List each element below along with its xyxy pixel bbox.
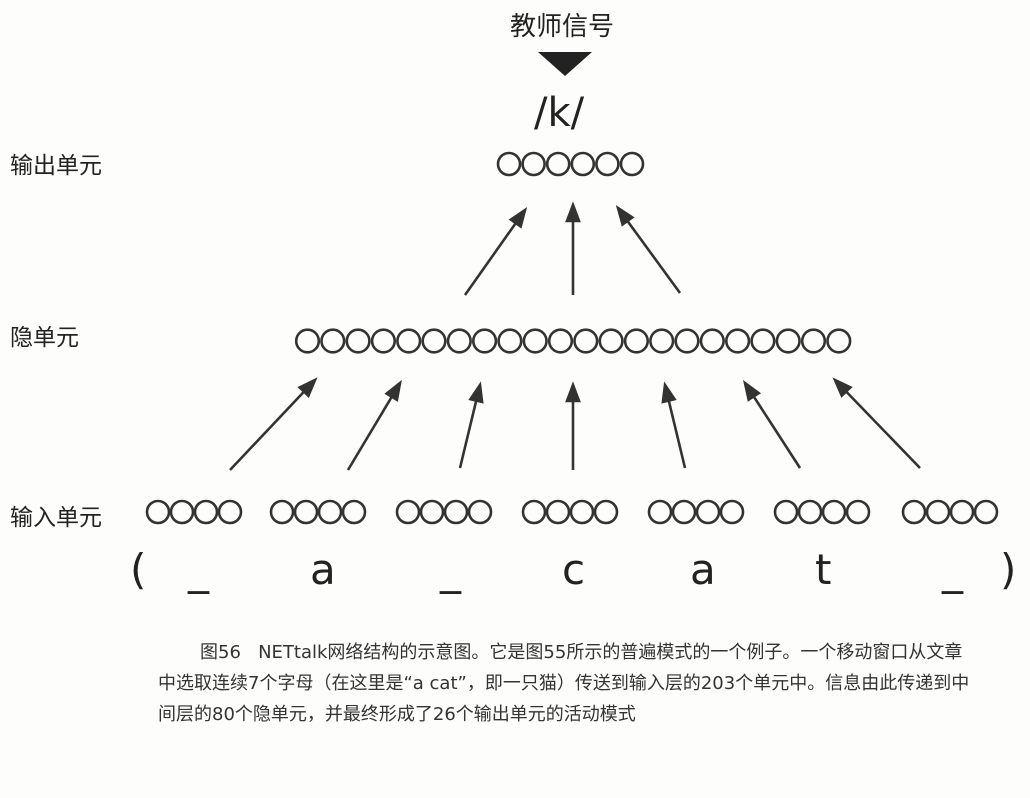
input-unit — [269, 499, 295, 525]
input-unit — [797, 499, 823, 525]
teacher-signal-arrow-icon — [538, 52, 592, 76]
output-phoneme: /k/ — [534, 90, 585, 136]
input-unit — [569, 499, 595, 525]
connection-arrow — [615, 205, 682, 294]
hidden-unit — [522, 328, 548, 354]
hidden-unit — [497, 328, 523, 354]
output-unit — [521, 151, 546, 177]
hidden-unit — [724, 328, 751, 354]
connection-arrow — [346, 379, 402, 471]
hidden-unit — [446, 328, 472, 354]
input-unit — [467, 499, 493, 525]
input-unit — [395, 499, 421, 525]
hidden-unit — [598, 328, 624, 354]
connection-arrow — [458, 381, 484, 469]
hidden-unit — [573, 328, 599, 354]
input-letter: c — [562, 545, 586, 594]
output-unit — [619, 151, 645, 177]
hidden-unit — [775, 328, 801, 354]
input-unit — [647, 499, 673, 525]
figure-number: 图56 — [200, 642, 241, 663]
hidden-unit — [370, 328, 397, 354]
hidden-layer-label: 隐单元 — [10, 325, 79, 351]
hidden-unit — [623, 328, 650, 354]
hidden-unit — [800, 328, 827, 354]
teacher-signal-label: 教师信号 — [510, 12, 615, 42]
input-unit — [193, 499, 219, 525]
connection-arrow — [661, 381, 687, 469]
hidden-unit — [699, 328, 725, 354]
figure-caption: 图56 NETtalk网络结构的示意图。它是图55所示的普遍模式的一个例子。一个… — [158, 637, 978, 730]
input-unit — [419, 499, 445, 525]
input-letter: t — [815, 545, 832, 594]
input-unit — [695, 499, 721, 525]
hidden-unit — [421, 328, 447, 354]
input-unit — [671, 499, 697, 525]
hidden-unit — [547, 328, 574, 354]
input-unit — [773, 499, 799, 525]
input-unit — [845, 499, 871, 525]
connection-arrow — [463, 206, 528, 296]
hidden-unit — [345, 328, 371, 354]
input-unit — [925, 499, 951, 525]
input-letter: _ — [188, 545, 209, 594]
output-unit — [496, 151, 522, 177]
connection-arrow — [565, 201, 581, 295]
input-letter: a — [690, 545, 716, 594]
input-unit — [443, 499, 469, 525]
connection-arrow — [565, 381, 581, 470]
input-unit — [545, 499, 571, 525]
input-unit — [949, 499, 975, 525]
hidden-unit — [674, 328, 700, 354]
input-unit — [521, 499, 547, 525]
output-layer-label: 输出单元 — [10, 153, 102, 179]
hidden-unit — [320, 328, 346, 354]
input-unit — [901, 499, 927, 525]
input-unit — [821, 499, 847, 525]
output-unit — [595, 151, 620, 177]
hidden-unit — [826, 328, 852, 354]
input-unit — [593, 499, 619, 525]
input-layer-label: 输入单元 — [10, 505, 102, 531]
input-unit — [293, 499, 319, 525]
connection-arrow — [229, 377, 318, 471]
output-unit — [570, 151, 596, 177]
hidden-unit — [396, 328, 422, 354]
input-letter: _ — [942, 545, 963, 594]
input-letter: _ — [440, 545, 461, 594]
connection-arrow — [832, 377, 921, 469]
input-unit — [217, 499, 243, 525]
input-letter: ) — [1000, 545, 1017, 594]
hidden-unit — [649, 328, 675, 354]
connection-arrow — [742, 379, 802, 469]
input-letter: a — [310, 545, 336, 594]
caption-text: NETtalk网络结构的示意图。它是图55所示的普遍模式的一个例子。一个移动窗口… — [158, 642, 970, 725]
hidden-unit — [472, 328, 498, 354]
input-unit — [341, 499, 367, 525]
input-unit — [719, 499, 745, 525]
input-unit — [973, 499, 999, 525]
hidden-unit — [750, 328, 776, 354]
input-unit — [145, 499, 171, 525]
output-unit — [545, 151, 571, 177]
hidden-unit — [294, 328, 321, 354]
input-unit — [317, 499, 343, 525]
input-letter: ( — [130, 545, 147, 594]
input-unit — [169, 499, 195, 525]
